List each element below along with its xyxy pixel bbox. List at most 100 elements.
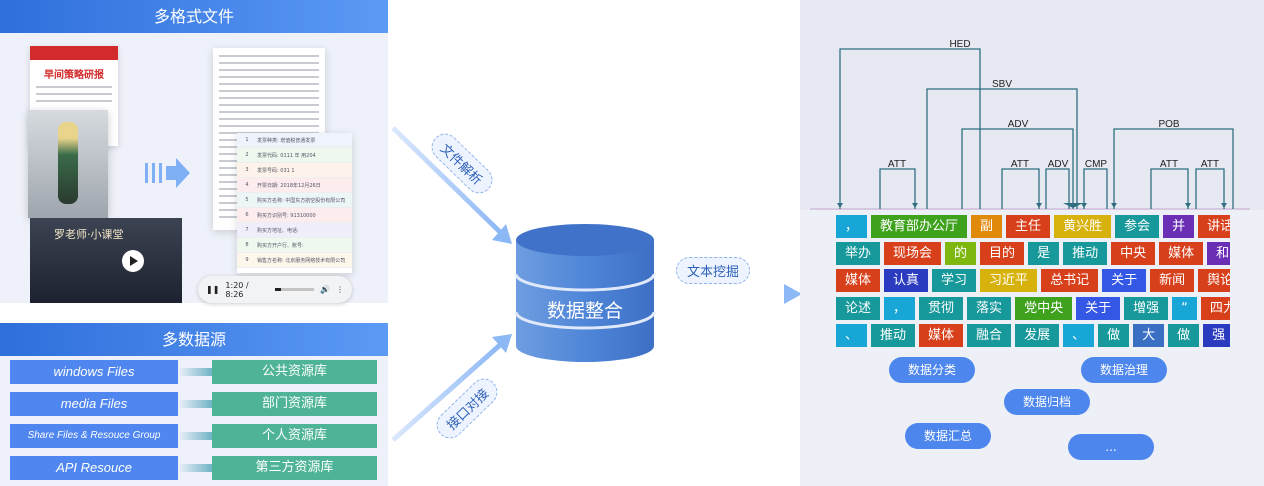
dep-label: CMP — [1085, 159, 1108, 170]
database-label: 数据整合 — [546, 300, 623, 322]
repo-third-party: 第三方资源库 — [212, 456, 377, 480]
word-token: 黄兴胜 — [1054, 215, 1112, 238]
word-token: “ — [1172, 297, 1197, 320]
word-token: 媒体 — [836, 269, 881, 292]
word-token: 大 — [1133, 324, 1165, 347]
word-token: 、 — [836, 324, 868, 347]
connector-arrow — [178, 464, 212, 472]
word-token: 论述 — [836, 297, 881, 320]
dep-label: ATT — [1160, 159, 1178, 170]
dep-label: ATT — [1201, 159, 1219, 170]
word-token: 习近平 — [980, 269, 1038, 292]
word-token: 四力 — [1200, 297, 1230, 320]
word-token: 推动 — [871, 324, 916, 347]
word-token: 融合 — [967, 324, 1012, 347]
word-token: 媒体 — [1159, 242, 1204, 265]
word-token: 媒体 — [919, 324, 964, 347]
tag-text-mining: 文本挖掘 — [676, 257, 751, 284]
word-token: 增强 — [1124, 297, 1169, 320]
dependency-tree: HED SBV ADV ATT ATT ADV CMP POB ATT ATT — [810, 39, 1250, 210]
word-token: ， — [884, 297, 916, 320]
database-icon — [514, 224, 656, 362]
play-icon[interactable] — [122, 250, 144, 272]
word-token: 副 — [971, 215, 1003, 238]
word-token: 关于 — [1076, 297, 1121, 320]
word-token: 认真 — [884, 269, 929, 292]
word-token: 舆论 — [1198, 269, 1230, 292]
arrow-file-parse — [391, 126, 502, 234]
source-media-files: media Files — [10, 392, 178, 416]
dep-label: ADV — [1008, 119, 1029, 130]
panel-title: 多数据源 — [0, 323, 388, 356]
video-caption: 罗老师·小课堂 — [54, 228, 124, 241]
volume-icon[interactable]: 🔊 — [320, 285, 330, 294]
dep-label: ATT — [1011, 159, 1029, 170]
word-token: 做 — [1168, 324, 1200, 347]
video-thumbnail[interactable]: 罗老师·小课堂 — [30, 218, 182, 303]
word-token: 并 — [1163, 215, 1195, 238]
newspaper-title: 早间策略研报 — [44, 70, 104, 81]
audio-time: 1:20 / 8:26 — [225, 280, 249, 299]
word-token: 强 — [1203, 324, 1230, 347]
word-token: 落实 — [967, 297, 1012, 320]
arrowhead — [492, 224, 512, 244]
arrow-api — [391, 343, 502, 442]
word-token: 参会 — [1115, 215, 1160, 238]
connector-arrow — [178, 400, 212, 408]
audio-player[interactable]: ❚❚ 1:20 / 8:26 🔊 ⋮ — [198, 276, 352, 303]
repo-department: 部门资源库 — [212, 392, 377, 416]
word-token: 党中央 — [1015, 297, 1073, 320]
word-token: 举办 — [836, 242, 881, 265]
word-token: 中央 — [1111, 242, 1156, 265]
dep-label: HED — [949, 39, 970, 50]
word-token: 主任 — [1006, 215, 1051, 238]
word-row: 媒体认真学习习近平总书记关于新闻舆论工 — [836, 269, 1230, 292]
word-token: 讲话 — [1198, 215, 1230, 238]
word-token: 做 — [1098, 324, 1130, 347]
word-token: 关于 — [1102, 269, 1147, 292]
figure-icon — [58, 122, 78, 204]
flow-arrows — [391, 126, 802, 442]
word-token: 现场会 — [884, 242, 942, 265]
word-token: 和 — [1207, 242, 1230, 265]
pill-summary[interactable]: 数据汇总 — [905, 423, 991, 449]
pill-archive[interactable]: 数据归档 — [1004, 389, 1090, 415]
arrowhead — [784, 284, 802, 304]
word-token: 目的 — [980, 242, 1025, 265]
pause-icon[interactable]: ❚❚ — [206, 285, 220, 294]
panel-title: 多格式文件 — [0, 0, 388, 33]
word-token: 新闻 — [1150, 269, 1195, 292]
3d-model-thumbnail — [28, 110, 108, 218]
pill-classify[interactable]: 数据分类 — [889, 357, 975, 383]
connector-arrow — [178, 432, 212, 440]
repo-personal: 个人资源库 — [212, 424, 377, 448]
connector-arrow — [178, 368, 212, 376]
audio-seek-bar[interactable] — [274, 288, 315, 291]
word-token: 、 — [1063, 324, 1095, 347]
word-token: 的 — [945, 242, 977, 265]
source-api: API Resouce — [10, 456, 178, 480]
source-share-files: Share Files & Resouce Group — [10, 424, 178, 448]
pill-governance[interactable]: 数据治理 — [1081, 357, 1167, 383]
word-token: 教育部办公厅 — [871, 215, 968, 238]
dep-label: SBV — [992, 79, 1012, 90]
word-token: 贯彻 — [919, 297, 964, 320]
dep-label: ADV — [1048, 159, 1069, 170]
word-token: 总书记 — [1041, 269, 1099, 292]
dep-label: POB — [1158, 119, 1179, 130]
word-token: 学习 — [932, 269, 977, 292]
more-options-icon[interactable]: ⋮ — [336, 285, 344, 294]
pill-more[interactable]: ... — [1068, 434, 1154, 460]
